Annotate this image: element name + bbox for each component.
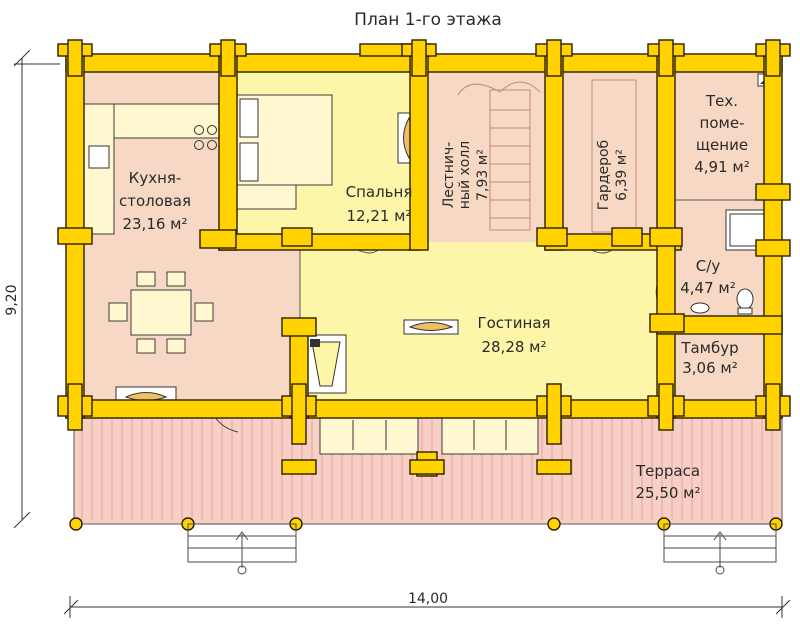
room-wardrobe-name: Гардероб [596, 140, 612, 210]
cooktop-icon [194, 125, 204, 135]
room-wardrobe-area: 6,39 м² [614, 149, 630, 201]
room-tech-name-2: поме- [700, 114, 745, 132]
staircase [457, 81, 541, 231]
room-terrace-area: 25,50 м² [635, 484, 700, 502]
living-table-icon [403, 319, 459, 335]
kitchen-counter [83, 103, 225, 235]
front-steps-left [187, 523, 297, 575]
room-vestibule-area: 3,06 м² [682, 359, 738, 377]
room-tech: Тех. поме- щение 4,91 м² [694, 92, 750, 176]
room-stair-hall-area: 7,93 м² [475, 149, 491, 201]
dimension-width-label: 14,00 [408, 591, 448, 607]
stair-floor [426, 66, 556, 242]
room-bedroom-name: Спальня [346, 183, 413, 201]
sofas [319, 413, 539, 455]
dimension-height [13, 49, 60, 529]
plan-title: План 1-го этажа [354, 10, 502, 30]
room-vestibule-name: Тамбур [680, 339, 738, 357]
room-terrace: Терраса 25,50 м² [635, 462, 701, 502]
washbasin-icon [690, 302, 710, 314]
dining-table [108, 271, 214, 354]
room-tech-name-1: Тех. [705, 92, 738, 110]
living-fireplace-icon [305, 334, 347, 394]
tech-floor [664, 66, 780, 200]
room-bedroom: Спальня 12,21 м² [346, 183, 413, 225]
room-terrace-name: Терраса [635, 462, 700, 480]
room-tech-area: 4,91 м² [694, 158, 750, 176]
room-living-name: Гостиная [477, 314, 550, 332]
room-kitchen-name-2: столовая [119, 192, 191, 210]
front-steps-right [663, 523, 777, 575]
room-kitchen-area: 23,16 м² [122, 215, 187, 233]
room-stair-hall-name-2: ный холл [457, 141, 473, 210]
wardrobe-floor [556, 66, 664, 242]
sink-icon [88, 145, 110, 169]
room-stair-hall-name-1: Лестнич- [441, 142, 457, 209]
room-tech-name-3: щение [696, 136, 748, 154]
room-stair-hall: Лестнич- ный холл 7,93 м² [441, 141, 491, 210]
room-bathroom: С/у 4,47 м² [680, 257, 736, 297]
room-vestibule: Тамбур 3,06 м² [680, 339, 738, 377]
room-wardrobe: Гардероб 6,39 м² [596, 140, 630, 210]
room-bedroom-area: 12,21 м² [346, 207, 411, 225]
log-ends [57, 39, 791, 475]
room-kitchen: Кухня- столовая 23,16 м² [119, 169, 191, 233]
dimension-height-label: 9,20 [4, 284, 20, 315]
living-floor [300, 238, 662, 412]
room-living-area: 28,28 м² [481, 338, 546, 356]
room-bathroom-name: С/у [696, 257, 721, 275]
double-bed [235, 94, 333, 210]
room-living: Гостиная 28,28 м² [477, 314, 550, 356]
room-kitchen-name-1: Кухня- [129, 169, 182, 187]
toilet-icon [736, 288, 754, 315]
room-bathroom-area: 4,47 м² [680, 279, 736, 297]
dimension-width [63, 596, 791, 618]
